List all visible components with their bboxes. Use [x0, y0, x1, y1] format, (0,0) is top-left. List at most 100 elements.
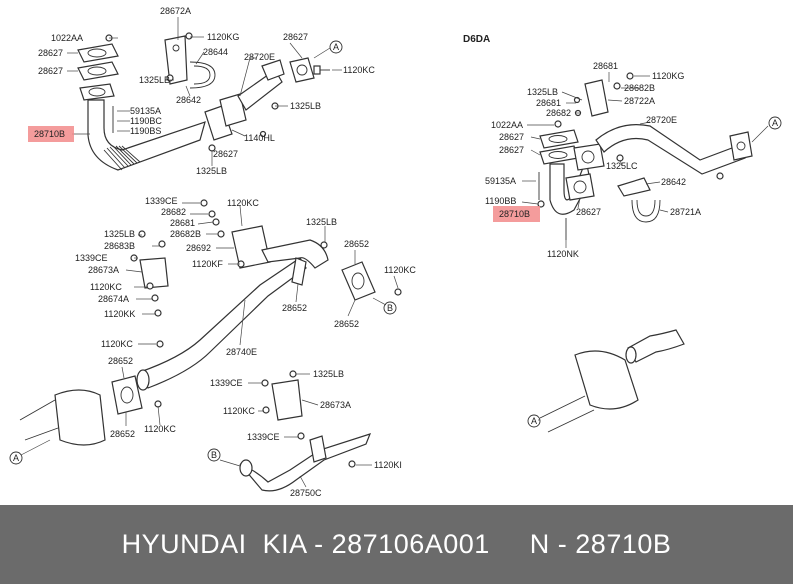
- label-59135A: 59135A: [485, 176, 516, 186]
- exhaust-parts-diagram: 28672A 1022AA 28627 28627 1120KG 28644 2…: [9, 6, 782, 498]
- label-1339CE: 1339CE: [145, 196, 178, 206]
- callout-a-right: A: [751, 116, 782, 143]
- label-1339CE: 1339CE: [247, 432, 280, 442]
- label-28627: 28627: [576, 207, 601, 217]
- label-28627: 28627: [38, 48, 63, 58]
- label-28627: 28627: [283, 32, 308, 42]
- highlight-28710B: [28, 126, 74, 142]
- label-1325LB: 1325LB: [196, 166, 227, 176]
- label-1120KC: 1120KC: [144, 424, 176, 434]
- label-28644: 28644: [203, 47, 228, 57]
- labels-middle-left: 1339CE 28682 1120KC 28681 28682B 1325LB …: [75, 196, 416, 439]
- label-28710B-highlighted: 28710B: [34, 129, 65, 139]
- section-label-d6da: D6DA: [463, 34, 490, 45]
- footer-part-number-text: HYUNDAI KIA - 287106A001 N - 28710B: [121, 529, 672, 559]
- label-1339CE: 1339CE: [210, 378, 243, 388]
- label-28722A: 28722A: [624, 96, 655, 106]
- front-pipe-assembly-left: [77, 32, 330, 171]
- label-28672A: 28672A: [160, 6, 191, 16]
- callout-b: B: [387, 303, 393, 313]
- part-number-footer: HYUNDAI KIA - 287106A001 N - 28710B: [0, 505, 793, 584]
- label-1120KG: 1120KG: [652, 71, 684, 81]
- label-1120NK: 1120NK: [547, 249, 579, 259]
- label-1120KC: 1120KC: [384, 265, 416, 275]
- labels-bottom-center: 1339CE 1325LB 28673A 1120KC 1339CE 1120K…: [210, 369, 402, 498]
- label-28682: 28682: [161, 207, 186, 217]
- rear-pipe-assembly: [239, 370, 372, 492]
- leader-lines-d6da: [521, 72, 669, 248]
- callout-b: B: [211, 450, 217, 460]
- label-28682B: 28682B: [624, 83, 655, 93]
- label-28720E: 28720E: [646, 115, 677, 125]
- rear-muffler-d6da: A: [527, 329, 685, 433]
- label-28750C: 28750C: [290, 488, 322, 498]
- label-28627: 28627: [499, 132, 524, 142]
- callout-a-left: A: [9, 439, 51, 465]
- label-1120KG: 1120KG: [207, 32, 239, 42]
- label-1325LB: 1325LB: [290, 101, 321, 111]
- label-1120KC: 1120KC: [343, 65, 375, 75]
- callout-a: A: [13, 453, 19, 463]
- leader-lines-top-left: [67, 17, 342, 166]
- leader-lines-bottom-center: [248, 373, 372, 488]
- callout-a-top: A: [313, 40, 343, 59]
- label-28692: 28692: [186, 243, 211, 253]
- label-28652: 28652: [334, 319, 359, 329]
- label-1120KK: 1120KK: [104, 309, 135, 319]
- callout-a: A: [531, 416, 537, 426]
- labels-top-left: 28672A 1022AA 28627 28627 1120KG 28644 2…: [28, 6, 375, 176]
- label-1190BC: 1190BC: [130, 116, 162, 126]
- label-28673A: 28673A: [320, 400, 351, 410]
- label-28652: 28652: [282, 303, 307, 313]
- label-28674A: 28674A: [98, 294, 129, 304]
- label-1325LB: 1325LB: [139, 75, 170, 85]
- callout-a: A: [772, 118, 778, 128]
- label-1190BB: 1190BB: [485, 196, 516, 206]
- label-28642: 28642: [661, 177, 686, 187]
- label-1325LB: 1325LB: [313, 369, 344, 379]
- callout-b-right: B: [372, 297, 397, 315]
- label-28720E: 28720E: [244, 52, 275, 62]
- label-28710B-highlighted: 28710B: [499, 209, 530, 219]
- label-28682: 28682: [546, 108, 571, 118]
- callout-a: A: [333, 42, 339, 52]
- label-28681: 28681: [536, 98, 561, 108]
- label-1140HL: 1140HL: [244, 133, 275, 143]
- label-1120KC: 1120KC: [90, 282, 122, 292]
- label-1190BS: 1190BS: [130, 126, 161, 136]
- label-28652: 28652: [110, 429, 135, 439]
- label-1325LC: 1325LC: [606, 161, 638, 171]
- highlight-28710B: [493, 206, 540, 222]
- front-pipe-assembly-d6da: [537, 72, 753, 240]
- label-28682B: 28682B: [170, 229, 201, 239]
- label-28683B: 28683B: [104, 241, 135, 251]
- label-1325LB: 1325LB: [306, 217, 337, 227]
- label-28627: 28627: [213, 149, 238, 159]
- label-1120KI: 1120KI: [374, 460, 402, 470]
- center-pipe-assembly: [19, 199, 402, 446]
- label-1022AA: 1022AA: [491, 120, 523, 130]
- label-1120KF: 1120KF: [192, 259, 223, 269]
- label-1120KC: 1120KC: [223, 406, 255, 416]
- label-28627: 28627: [499, 145, 524, 155]
- label-28740E: 28740E: [226, 347, 257, 357]
- label-1022AA: 1022AA: [51, 33, 83, 43]
- callout-b-bottom: B: [207, 448, 241, 467]
- label-28627: 28627: [38, 66, 63, 76]
- label-28652: 28652: [108, 356, 133, 366]
- label-28642: 28642: [176, 95, 201, 105]
- label-1120KC: 1120KC: [227, 198, 259, 208]
- label-1120KC: 1120KC: [101, 339, 133, 349]
- label-28721A: 28721A: [670, 207, 701, 217]
- label-1339CE: 1339CE: [75, 253, 108, 263]
- label-28681: 28681: [170, 218, 195, 228]
- label-59135A: 59135A: [130, 106, 161, 116]
- labels-d6da: 28681 1120KG 1325LB 28682B 28681 28722A …: [485, 61, 701, 259]
- label-1325LB: 1325LB: [104, 229, 135, 239]
- label-1325LB: 1325LB: [527, 87, 558, 97]
- label-28652: 28652: [344, 239, 369, 249]
- label-28673A: 28673A: [88, 265, 119, 275]
- leader-lines-middle-left: [121, 202, 399, 426]
- label-28681: 28681: [593, 61, 618, 71]
